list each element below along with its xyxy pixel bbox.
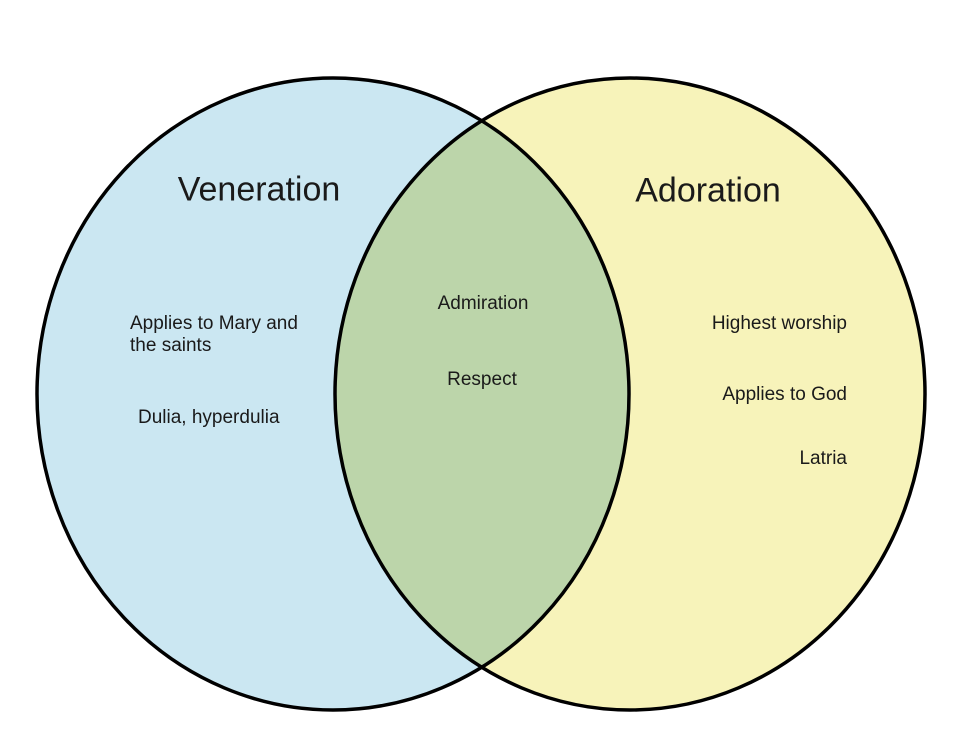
right-circle-item: Latria <box>799 448 847 469</box>
right-circle-outline <box>333 76 927 712</box>
right-circle-title: Adoration <box>635 171 781 210</box>
right-circle-item: Highest worship <box>711 313 847 334</box>
overlap-item: Respect <box>447 369 517 390</box>
overlap-region-fill <box>335 78 629 710</box>
left-circle-title: Veneration <box>177 170 341 209</box>
left-circle-outline <box>35 76 631 712</box>
left-circle-item: Dulia, hyperdulia <box>138 407 280 428</box>
right-circle-item: Applies to God <box>722 384 847 405</box>
overlap-item: Admiration <box>437 293 529 314</box>
left-circle-item: Applies to Mary and the saints <box>130 313 298 356</box>
